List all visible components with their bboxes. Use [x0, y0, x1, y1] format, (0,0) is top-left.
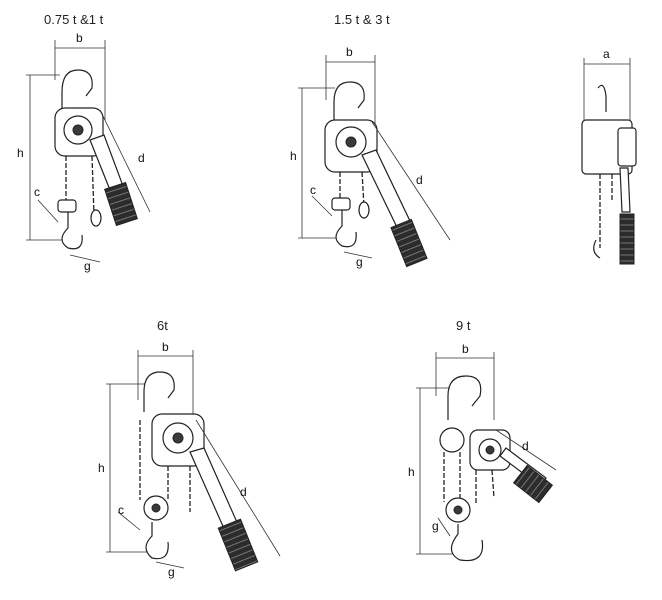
title-0-75t-1t: 0.75 t &1 t [44, 12, 104, 27]
dim-line-d [99, 109, 151, 213]
bottom-hook [61, 212, 83, 250]
label-c-3: c [118, 503, 124, 517]
label-d-2: d [416, 173, 423, 187]
bottom-block [57, 199, 77, 213]
label-c-2: c [310, 183, 316, 197]
label-g-2: g [356, 255, 363, 269]
label-b-3: b [162, 340, 169, 354]
title-9t: 9 t [456, 318, 471, 333]
top-hook [61, 69, 93, 110]
label-d-4: d [522, 439, 529, 453]
label-g-4: g [432, 519, 439, 533]
handle-grip [104, 181, 138, 227]
hoist-0-75t-1t: b h d c g [17, 31, 151, 273]
title-6t: 6t [157, 318, 168, 333]
label-d: d [138, 151, 145, 165]
title-1-5t-3t: 1.5 t & 3 t [334, 12, 390, 27]
hoist-6t: b h d c g [98, 340, 281, 579]
label-g: g [84, 259, 91, 273]
hoist-side-view: a [581, 47, 637, 265]
label-a: a [603, 47, 610, 61]
label-d-3: d [240, 485, 247, 499]
label-h-3: h [98, 461, 105, 475]
dim-line-g [69, 254, 101, 263]
dim-line-c [37, 199, 59, 223]
label-g-3: g [168, 565, 175, 579]
label-h-4: h [408, 465, 415, 479]
label-b-2: b [346, 45, 353, 59]
label-b: b [76, 31, 83, 45]
label-c: c [34, 185, 40, 199]
label-h: h [17, 146, 24, 160]
label-b-4: b [462, 342, 469, 356]
hoist-1-5t-3t: b h d c g [290, 45, 451, 269]
label-h-2: h [290, 149, 297, 163]
hoist-9t: b h d g [408, 342, 557, 562]
